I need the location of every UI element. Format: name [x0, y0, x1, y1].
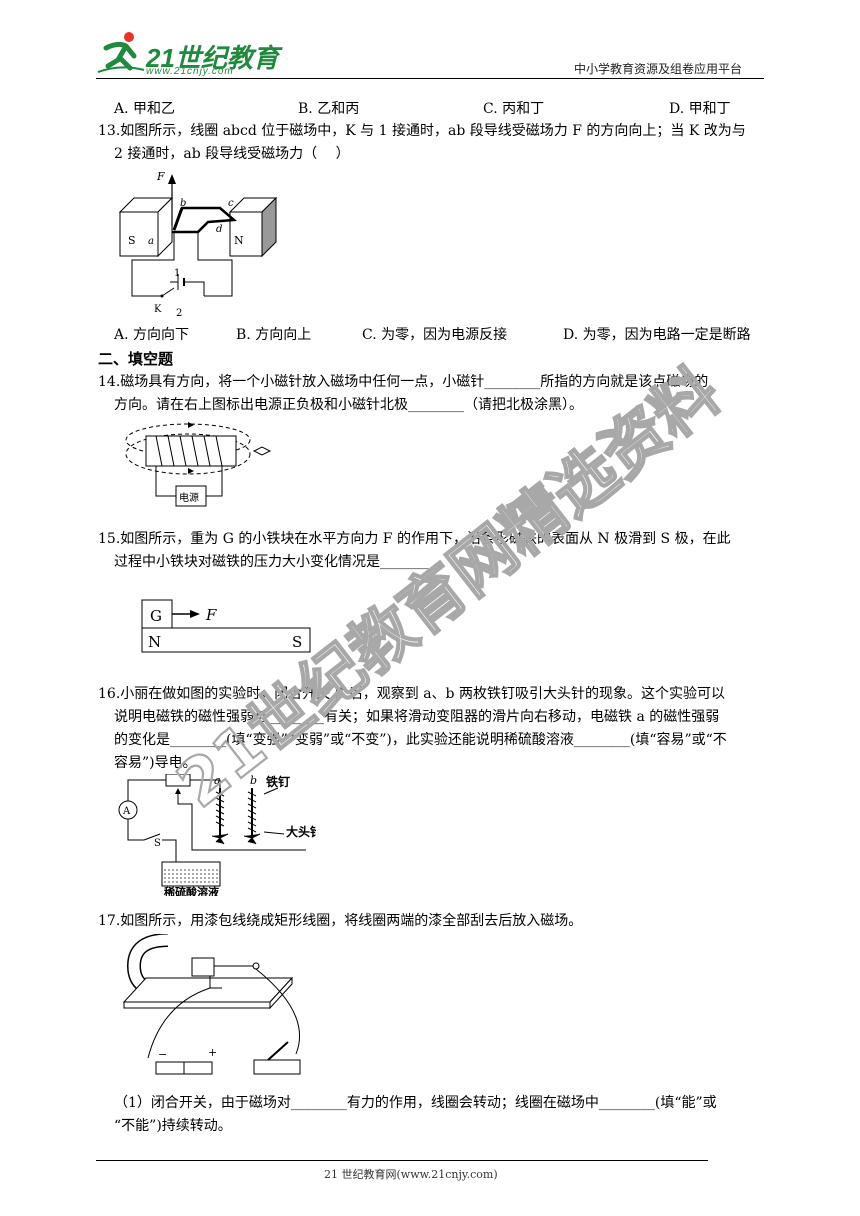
header: 21世纪教育 www.21cnjy.com 中小学教育资源及组卷应用平台	[0, 0, 860, 80]
footer-rule	[96, 1160, 708, 1161]
q14-stem-line1: 14.磁场具有方向，将一个小磁针放入磁场中任何一点，小磁针________所指的…	[98, 374, 709, 390]
q16-fig-label-b: b	[250, 774, 257, 787]
q13-stem-line1: 13.如图所示，线圈 abcd 位于磁场中，K 与 1 接通时，ab 段导线受磁…	[98, 123, 746, 139]
q13-fig-label-n: N	[234, 234, 244, 247]
q12-option-c: C. 丙和丁	[483, 101, 545, 117]
q16-stem-line3: 的变化是________(填“变强”“变弱”或“不变”)，此实验还能说明稀硫酸溶…	[114, 732, 727, 748]
q15-fig-label-f: F	[205, 606, 217, 624]
watermark-text: 21世纪教育网精选资料	[164, 355, 734, 823]
q12-option-d: D. 甲和丁	[669, 101, 731, 117]
q13-fig-label-b: b	[180, 198, 186, 209]
q13-fig-label-1: 1	[174, 268, 180, 279]
q16-stem-line4: 容易”)导电。	[114, 755, 197, 771]
logo-text: 21世纪教育	[146, 43, 279, 73]
q16-fig-label-pins: 大头针	[286, 824, 316, 839]
q13-fig-label-c: c	[228, 198, 234, 209]
logo-url: www.21cnjy.com	[146, 66, 234, 77]
q13-option-c: C. 为零，因为电源反接	[362, 327, 508, 343]
q16-fig-label-switch: S	[154, 838, 161, 849]
header-platform-text: 中小学教育资源及组卷应用平台	[574, 62, 743, 76]
q17-sub1-line2: “不能”)持续转动。	[114, 1118, 232, 1134]
q15-fig-label-s: S	[292, 633, 302, 651]
q14-solenoid-figure: 电源	[125, 422, 272, 507]
q13-fig-label-d: d	[216, 224, 222, 235]
header-rule	[96, 78, 764, 79]
q17-sub1-line1: （1）闭合开关，由于磁场对________有力的作用，线圈会转动；线圈在磁场中_…	[114, 1095, 717, 1111]
q16-fig-label-a: a	[214, 774, 221, 787]
q13-option-d: D. 为零，因为电路一定是断路	[563, 327, 751, 343]
q17-motor-figure: + −	[122, 934, 301, 1075]
q17-stem-line1: 17.如图所示，用漆包线绕成矩形线圈，将线圈两端的漆全部刮去后放入磁场。	[98, 913, 583, 929]
section-title-fill-in: 二、填空题	[98, 350, 174, 368]
q14-stem-line2: 方向。请在右上图标出电源正负极和小磁针北极________（请把北极涂黑）。	[114, 397, 583, 413]
q13-fig-label-s: S	[128, 234, 136, 247]
q13-fig-label-k: K	[154, 304, 162, 315]
q17-fig-label-minus: −	[158, 1048, 167, 1061]
q13-option-a: A. 方向向下	[114, 327, 190, 343]
q12-option-a: A. 甲和乙	[114, 101, 176, 117]
q15-stem-line1: 15.如图所示，重为 G 的小铁块在水平方向力 F 的作用下，沿条形磁铁的表面从…	[98, 531, 731, 547]
q13-stem-line2: 2 接通时，ab 段导线受磁场力（ ）	[114, 146, 350, 162]
q16-stem-line2: 说明电磁铁的磁性强弱与________有关；如果将滑动变阻器的滑片向右移动，电磁…	[114, 709, 720, 725]
q16-stem-line1: 16.小丽在做如图的实验时，闭合开关 S 后，观察到 a、b 两枚铁钉吸引大头针…	[98, 686, 725, 702]
q15-stem-line2: 过程中小铁块对磁铁的压力大小变化情况是________。	[114, 554, 450, 570]
footer-text: 21 世纪教育网(www.21cnjy.com)	[324, 1168, 498, 1181]
runner-logo-icon	[97, 32, 145, 73]
q13-coil-figure: F b c S a d N 1 K 2	[118, 170, 278, 319]
q14-fig-label-power: 电源	[179, 491, 199, 504]
q13-option-b: B. 方向向上	[236, 327, 312, 343]
q16-fig-label-ammeter: A	[122, 806, 131, 817]
watermark: 21世纪教育网精选资料	[163, 354, 735, 824]
q13-fig-label-2: 2	[176, 308, 182, 319]
q16-fig-label-acid: 稀硫酸溶液	[164, 885, 220, 896]
q17-fig-label-plus: +	[208, 1046, 217, 1059]
q13-fig-label-a: a	[148, 236, 154, 247]
q12-option-b: B. 乙和丙	[298, 101, 360, 117]
q16-fig-label-iron-nail: 铁钉	[266, 774, 290, 789]
q16-electromagnet-figure: a b 铁钉 A 大头针 S 稀硫酸溶液	[118, 774, 316, 896]
q13-fig-label-f: F	[156, 170, 165, 183]
q15-fig-label-n: N	[148, 633, 161, 651]
q15-fig-label-g: G	[150, 607, 162, 625]
q15-magnet-figure: G F N S	[141, 599, 311, 653]
